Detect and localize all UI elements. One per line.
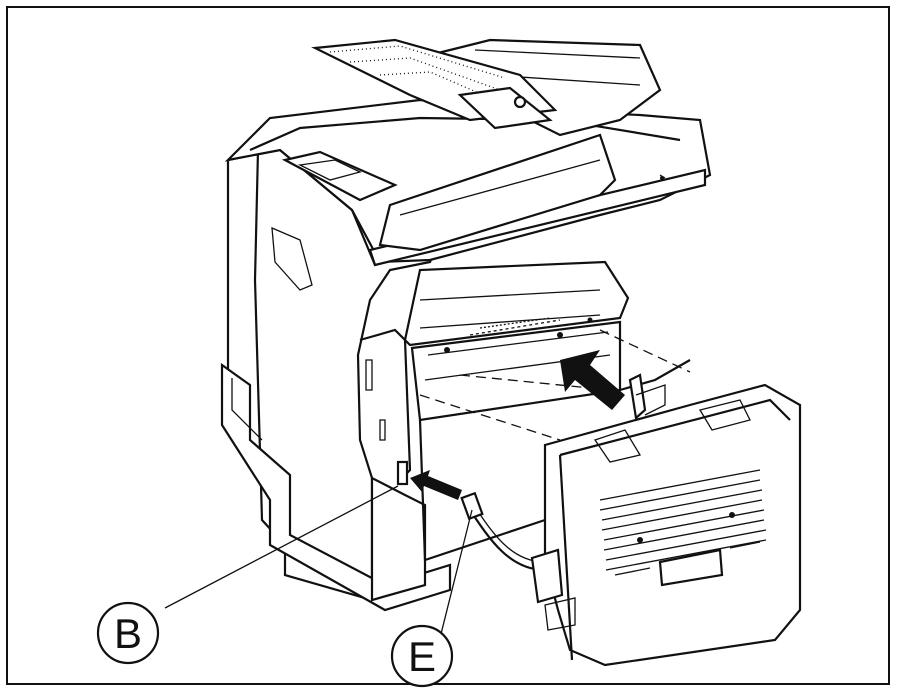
callout-e: E bbox=[390, 624, 454, 688]
connector-socket-b bbox=[396, 460, 409, 486]
connect-arrow bbox=[410, 470, 462, 500]
guide-lines bbox=[419, 329, 691, 441]
printer-top bbox=[224, 38, 712, 267]
connector-plug-e bbox=[460, 491, 484, 521]
callout-leaders bbox=[164, 485, 473, 639]
printer-body bbox=[220, 148, 691, 612]
callout-b-label: B bbox=[114, 610, 142, 657]
duplex-unit bbox=[530, 383, 802, 667]
callout-e-label: E bbox=[408, 633, 436, 680]
insert-arrow bbox=[560, 350, 625, 410]
callout-b: B bbox=[96, 601, 160, 665]
